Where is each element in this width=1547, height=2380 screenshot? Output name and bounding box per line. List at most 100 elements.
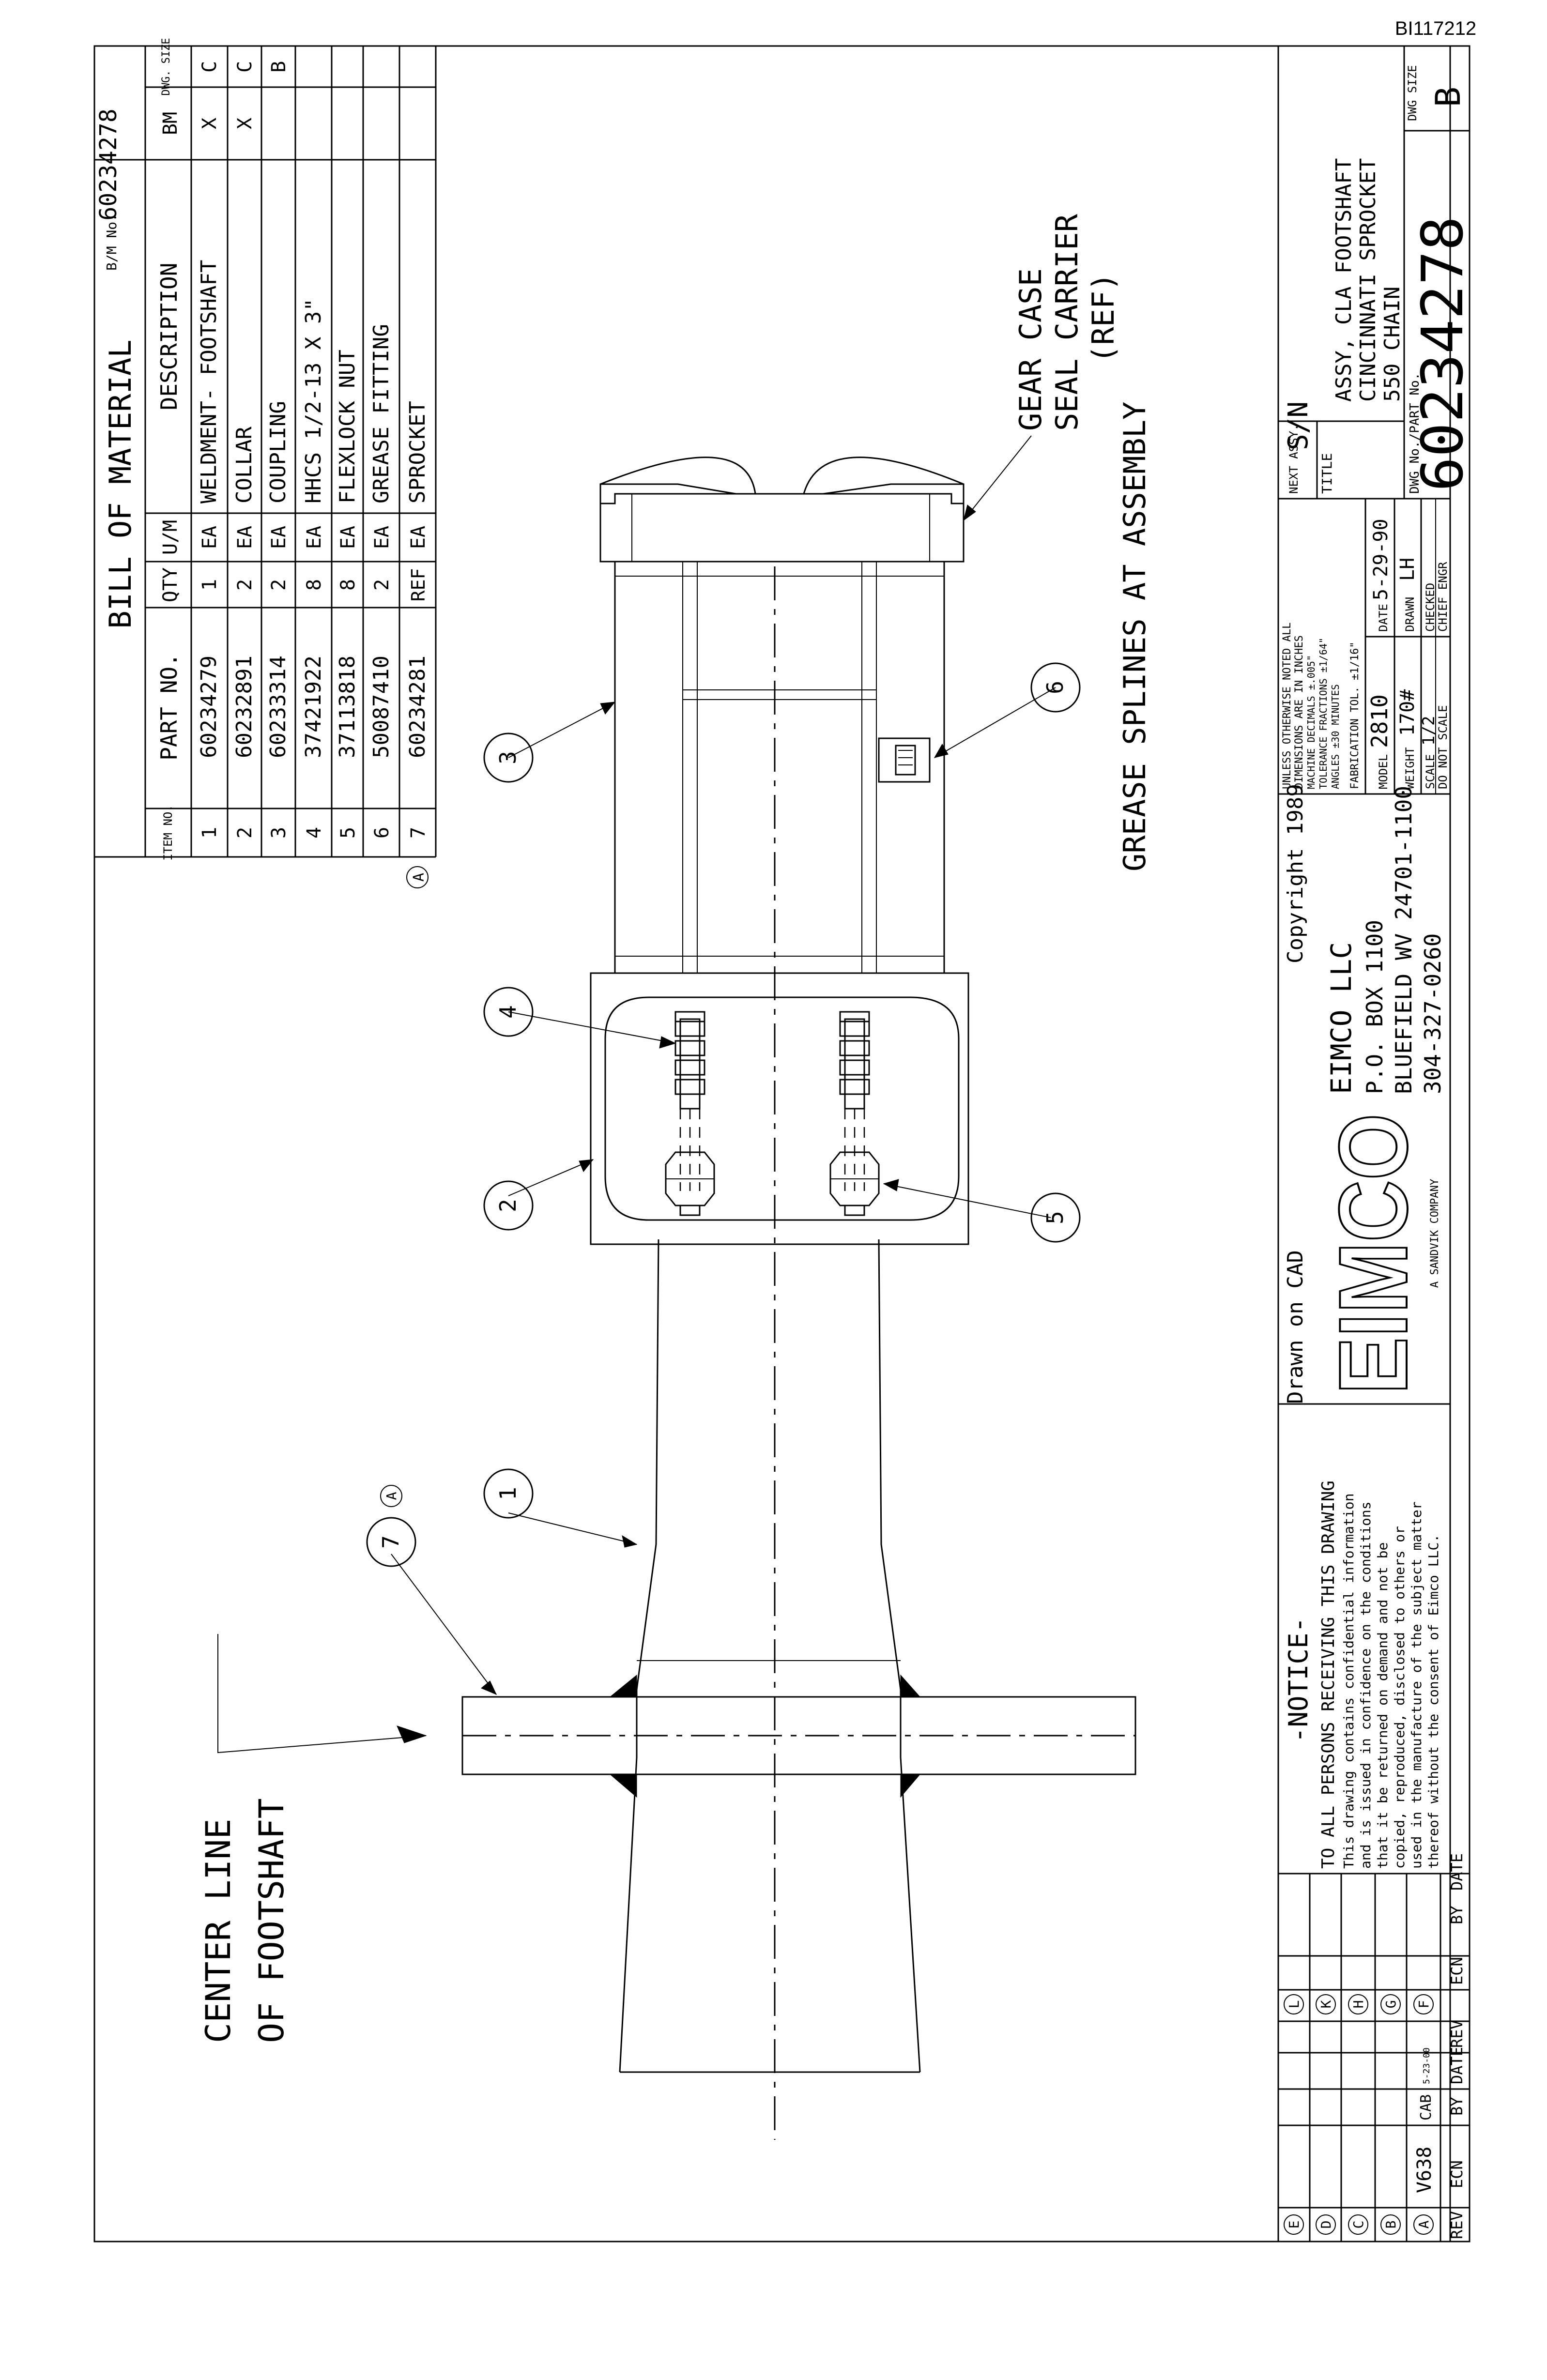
- svg-text:ANGLES ±30 MINUTES: ANGLES ±30 MINUTES: [1330, 684, 1341, 789]
- svg-text:that it be returned on demand: that it be returned on demand and not be: [1375, 1542, 1391, 1869]
- svg-text:A: A: [1416, 2220, 1432, 2228]
- svg-text:D: D: [1318, 2221, 1334, 2229]
- bom-title: BILL OF MATERIAL: [103, 339, 138, 628]
- nut-upper: [665, 1151, 715, 1216]
- svg-text:1: 1: [199, 579, 221, 591]
- header-dwg: DWG. SIZE: [160, 38, 172, 95]
- callout-5: 5: [1030, 1192, 1081, 1243]
- svg-text:BY: BY: [1448, 2097, 1466, 2116]
- sprocket: [461, 1696, 1136, 1775]
- chief-engr-label: CHIEF ENGR: [1436, 562, 1450, 632]
- svg-text:6: 6: [371, 827, 393, 839]
- svg-text:DIMENSIONS ARE IN INCHES: DIMENSIONS ARE IN INCHES: [1293, 635, 1305, 789]
- svg-text:7: 7: [378, 1535, 404, 1549]
- bom-row: 7 60234281 REF EA SPROCKET: [405, 401, 430, 839]
- svg-text:5: 5: [1042, 1211, 1068, 1224]
- bolt-upper: [674, 1011, 705, 1191]
- svg-text:WELDMENT- FOOTSHAFT: WELDMENT- FOOTSHAFT: [197, 260, 221, 503]
- bom-no: 60234278: [95, 108, 122, 220]
- svg-text:EIMCO: EIMCO: [1319, 1114, 1427, 1394]
- drawn-label: DRAWN: [1403, 597, 1417, 632]
- weight-value: 170#: [1396, 689, 1419, 736]
- svg-text:EA: EA: [268, 526, 290, 549]
- svg-text:TO ALL PERSONS RECEIVING THIS: TO ALL PERSONS RECEIVING THIS DRAWING: [1318, 1480, 1338, 1869]
- svg-text:5: 5: [337, 827, 359, 839]
- dwg-size-label: DWG SIZE: [1406, 65, 1419, 121]
- svg-text:ECN: ECN: [1448, 1957, 1466, 1985]
- svg-text:X: X: [199, 118, 221, 129]
- svg-text:37421922: 37421922: [301, 656, 326, 758]
- tolerance-notes: UNLESS OTHERWISE NOTED ALL DIMENSIONS AR…: [1281, 623, 1361, 789]
- svg-text:K: K: [1318, 2000, 1334, 2008]
- header-part: PART NO.: [156, 653, 182, 761]
- header-qty: QTY: [159, 567, 182, 602]
- svg-text:60232891: 60232891: [232, 656, 257, 758]
- svg-text:REF: REF: [408, 568, 429, 602]
- drawing-id: BI117212: [1395, 18, 1476, 39]
- svg-text:used in the manufacture of the: used in the manufacture of the subject m…: [1409, 1501, 1424, 1869]
- bom-row: 3 60233314 2 EA COUPLING B: [266, 61, 291, 839]
- svg-text:FABRICATION TOL. ±1/16": FABRICATION TOL. ±1/16": [1349, 641, 1361, 789]
- svg-text:thereof without the consent of: thereof without the consent of Eimco LLC…: [1425, 1534, 1441, 1869]
- notice-text: TO ALL PERSONS RECEIVING THIS DRAWING Th…: [1318, 1480, 1441, 1869]
- svg-text:4: 4: [303, 827, 325, 839]
- sheet-border: [93, 45, 1470, 2243]
- drawn-on-cad: Drawn on CAD: [1283, 1250, 1308, 1404]
- svg-text:ECN: ECN: [1448, 2160, 1466, 2188]
- rev-marker-letter: A: [411, 873, 428, 882]
- svg-text:MACHINE DECIMALS ±.005": MACHINE DECIMALS ±.005": [1305, 655, 1317, 789]
- coupling: [614, 561, 945, 974]
- svg-text:2: 2: [371, 579, 393, 591]
- bom-row: 6 50087410 2 EA GREASE FITTING: [369, 324, 394, 839]
- bom-row: 4 37421922 8 EA HHCS 1/2-13 X 3": [301, 298, 326, 839]
- svg-text:UNLESS OTHERWISE NOTED ALL: UNLESS OTHERWISE NOTED ALL: [1281, 623, 1293, 789]
- svg-text:GREASE FITTING: GREASE FITTING: [369, 324, 394, 503]
- grease-fitting: [878, 737, 931, 783]
- callout-1: 1: [483, 1468, 534, 1519]
- svg-text:EA: EA: [303, 526, 325, 549]
- svg-text:C: C: [234, 61, 256, 73]
- svg-text:50087410: 50087410: [369, 656, 394, 758]
- svg-text:COLLAR: COLLAR: [232, 427, 257, 503]
- svg-text:2: 2: [234, 579, 256, 591]
- svg-text:EA: EA: [199, 526, 221, 549]
- svg-text:H: H: [1350, 2000, 1366, 2009]
- note-gear-case-2: SEAL CARRIER: [1049, 214, 1085, 431]
- callout-6: 6: [1030, 662, 1081, 713]
- svg-text:COUPLING: COUPLING: [266, 401, 291, 503]
- svg-text:G: G: [1383, 2000, 1399, 2009]
- svg-text:EA: EA: [407, 526, 429, 549]
- svg-text:CAB: CAB: [1418, 2094, 1435, 2121]
- title-label: TITLE: [1319, 453, 1335, 494]
- svg-text:8: 8: [303, 579, 325, 591]
- header-item: ITEM NO.: [161, 805, 175, 861]
- callout-2: 2: [483, 1180, 534, 1231]
- nut-lower: [829, 1151, 880, 1216]
- dwg-no-label: DWG No./PART No.: [1408, 373, 1422, 494]
- scale-label: SCALE: [1424, 754, 1437, 789]
- revision-block: L K H G F E D C B A V638 CAB 5-23-00: [1277, 1853, 1470, 2242]
- date-label: DATE: [1377, 604, 1390, 632]
- svg-text:6: 6: [1042, 681, 1068, 694]
- bom-row: 1 60234279 1 EA WELDMENT- FOOTSHAFT X C: [197, 61, 221, 839]
- gear-case-seal-carrier: [599, 457, 965, 563]
- bolt-lower: [839, 1011, 870, 1191]
- svg-text:TOLERANCE FRACTIONS ±1/64": TOLERANCE FRACTIONS ±1/64": [1317, 638, 1329, 789]
- svg-text:3: 3: [495, 751, 521, 764]
- svg-text:SPROCKET: SPROCKET: [405, 401, 430, 503]
- svg-text:X: X: [234, 118, 256, 129]
- svg-text:FLEXLOCK NUT: FLEXLOCK NUT: [335, 350, 360, 503]
- svg-text:BY: BY: [1448, 1906, 1466, 1924]
- svg-text:EA: EA: [337, 526, 359, 549]
- svg-text:F: F: [1416, 2000, 1432, 2009]
- svg-text:2: 2: [234, 827, 256, 839]
- svg-text:2: 2: [268, 579, 290, 591]
- company-phone: 304-327-0260: [1420, 933, 1446, 1094]
- bom-row: 5 37113818 8 EA FLEXLOCK NUT: [335, 350, 360, 839]
- svg-text:HHCS 1/2-13 X 3": HHCS 1/2-13 X 3": [301, 298, 326, 503]
- callout-4: 4: [483, 987, 534, 1037]
- rev-marker: [406, 866, 429, 888]
- svg-text:EA: EA: [234, 526, 256, 549]
- svg-text:8: 8: [337, 579, 359, 591]
- svg-text:copied, reproduced, disclosed: copied, reproduced, disclosed to others …: [1392, 1526, 1408, 1869]
